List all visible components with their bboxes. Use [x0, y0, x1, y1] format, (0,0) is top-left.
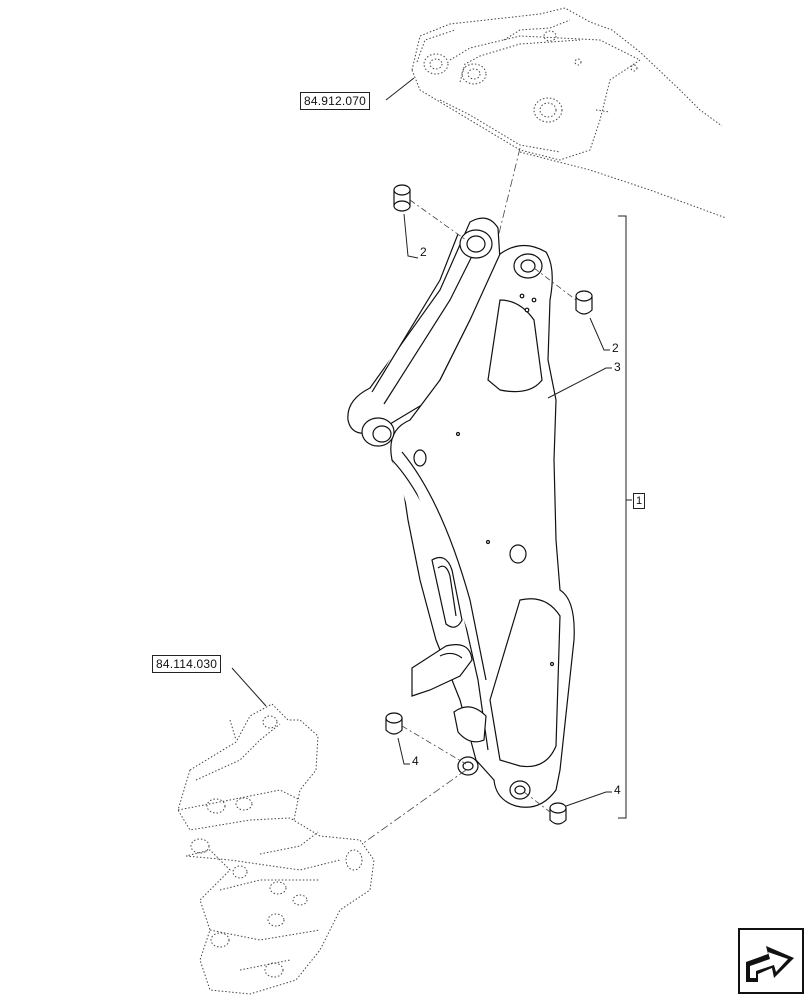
reference-lower-frame[interactable]: 84.114.030: [152, 655, 222, 673]
reference-upper-boom[interactable]: 84.912.070: [300, 92, 371, 110]
callout-bushing-upper-left: 2: [420, 245, 427, 259]
callout-bushing-lower-left: 4: [412, 754, 419, 768]
bushing-lower-right: [549, 802, 567, 825]
bushing-alignment-lines: [401, 199, 577, 813]
callout-leaders: [397, 213, 612, 807]
bushing-upper-left: [393, 184, 411, 212]
upper-boom-phantom: [411, 7, 727, 219]
assembly-bracket: [618, 215, 632, 819]
lower-ref-leader: [231, 667, 267, 707]
lower-frame-phantom: [177, 703, 375, 995]
callout-bushing-lower-right: 4: [614, 783, 621, 797]
callout-arm-plate: 3: [614, 360, 621, 374]
callout-assembly: 1: [633, 493, 645, 509]
lower-center-line: [361, 769, 467, 845]
bushing-upper-right: [575, 290, 593, 315]
bushing-lower-left: [385, 712, 403, 735]
next-page-arrow-icon[interactable]: [738, 928, 804, 994]
upper-ref-leader: [385, 77, 415, 101]
callout-bushing-upper-right: 2: [612, 341, 619, 355]
link-arm-assembly: [347, 217, 575, 808]
